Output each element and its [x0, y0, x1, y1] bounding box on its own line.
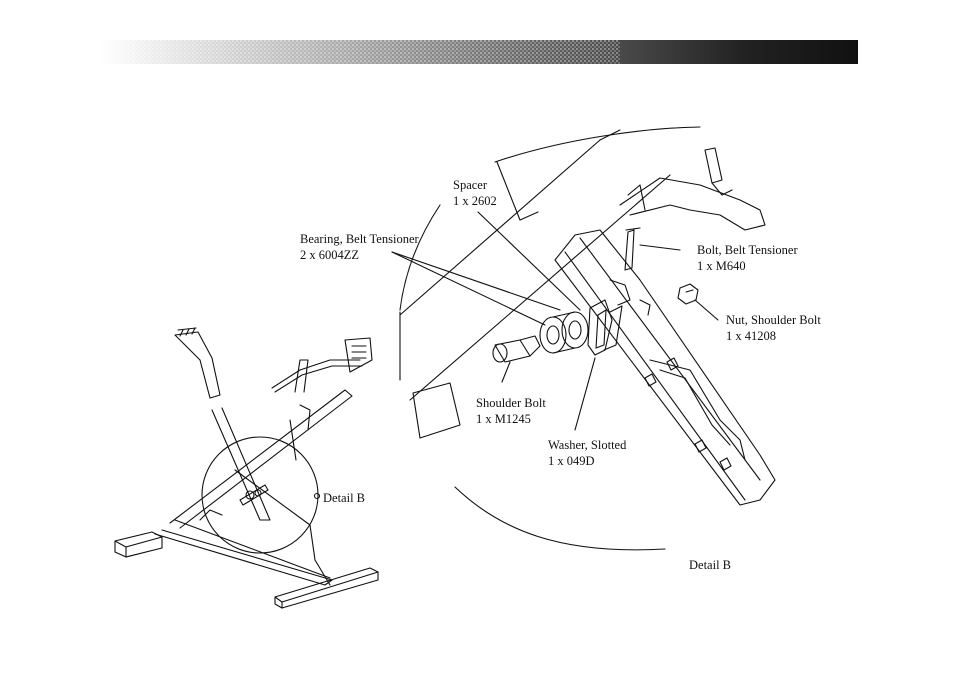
label-shoulder-bolt-name: Shoulder Bolt — [476, 396, 546, 410]
label-nut: Nut, Shoulder Bolt 1 x 41208 — [726, 312, 821, 344]
detail-b-view — [391, 126, 776, 551]
label-shoulder-bolt-qty: 1 x M1245 — [476, 412, 531, 426]
label-shoulder-bolt: Shoulder Bolt 1 x M1245 — [476, 395, 546, 427]
label-bearing: Bearing, Belt Tensioner 2 x 6004ZZ — [300, 231, 419, 263]
label-nut-qty: 1 x 41208 — [726, 329, 776, 343]
label-spacer-qty: 1 x 2602 — [453, 194, 497, 208]
label-washer-name: Washer, Slotted — [548, 438, 627, 452]
label-spacer-name: Spacer — [453, 178, 488, 192]
label-washer: Washer, Slotted 1 x 049D — [548, 437, 626, 469]
header-gradient-bar — [100, 40, 858, 64]
label-bolt-tensioner-name: Bolt, Belt Tensioner — [697, 243, 798, 257]
label-spacer: Spacer 1 x 2602 — [453, 177, 497, 209]
label-washer-qty: 1 x 049D — [548, 454, 595, 468]
label-bearing-qty: 2 x 6004ZZ — [300, 248, 360, 262]
bike-overview — [114, 327, 379, 609]
label-bearing-name: Bearing, Belt Tensioner — [300, 232, 419, 246]
label-detail-caption: Detail B — [689, 558, 732, 572]
label-bolt-tensioner-qty: 1 x M640 — [697, 259, 746, 273]
label-nut-name: Nut, Shoulder Bolt — [726, 313, 821, 327]
label-bolt-tensioner: Bolt, Belt Tensioner 1 x M640 — [697, 242, 798, 274]
label-detail-callout: Detail B — [323, 491, 366, 505]
